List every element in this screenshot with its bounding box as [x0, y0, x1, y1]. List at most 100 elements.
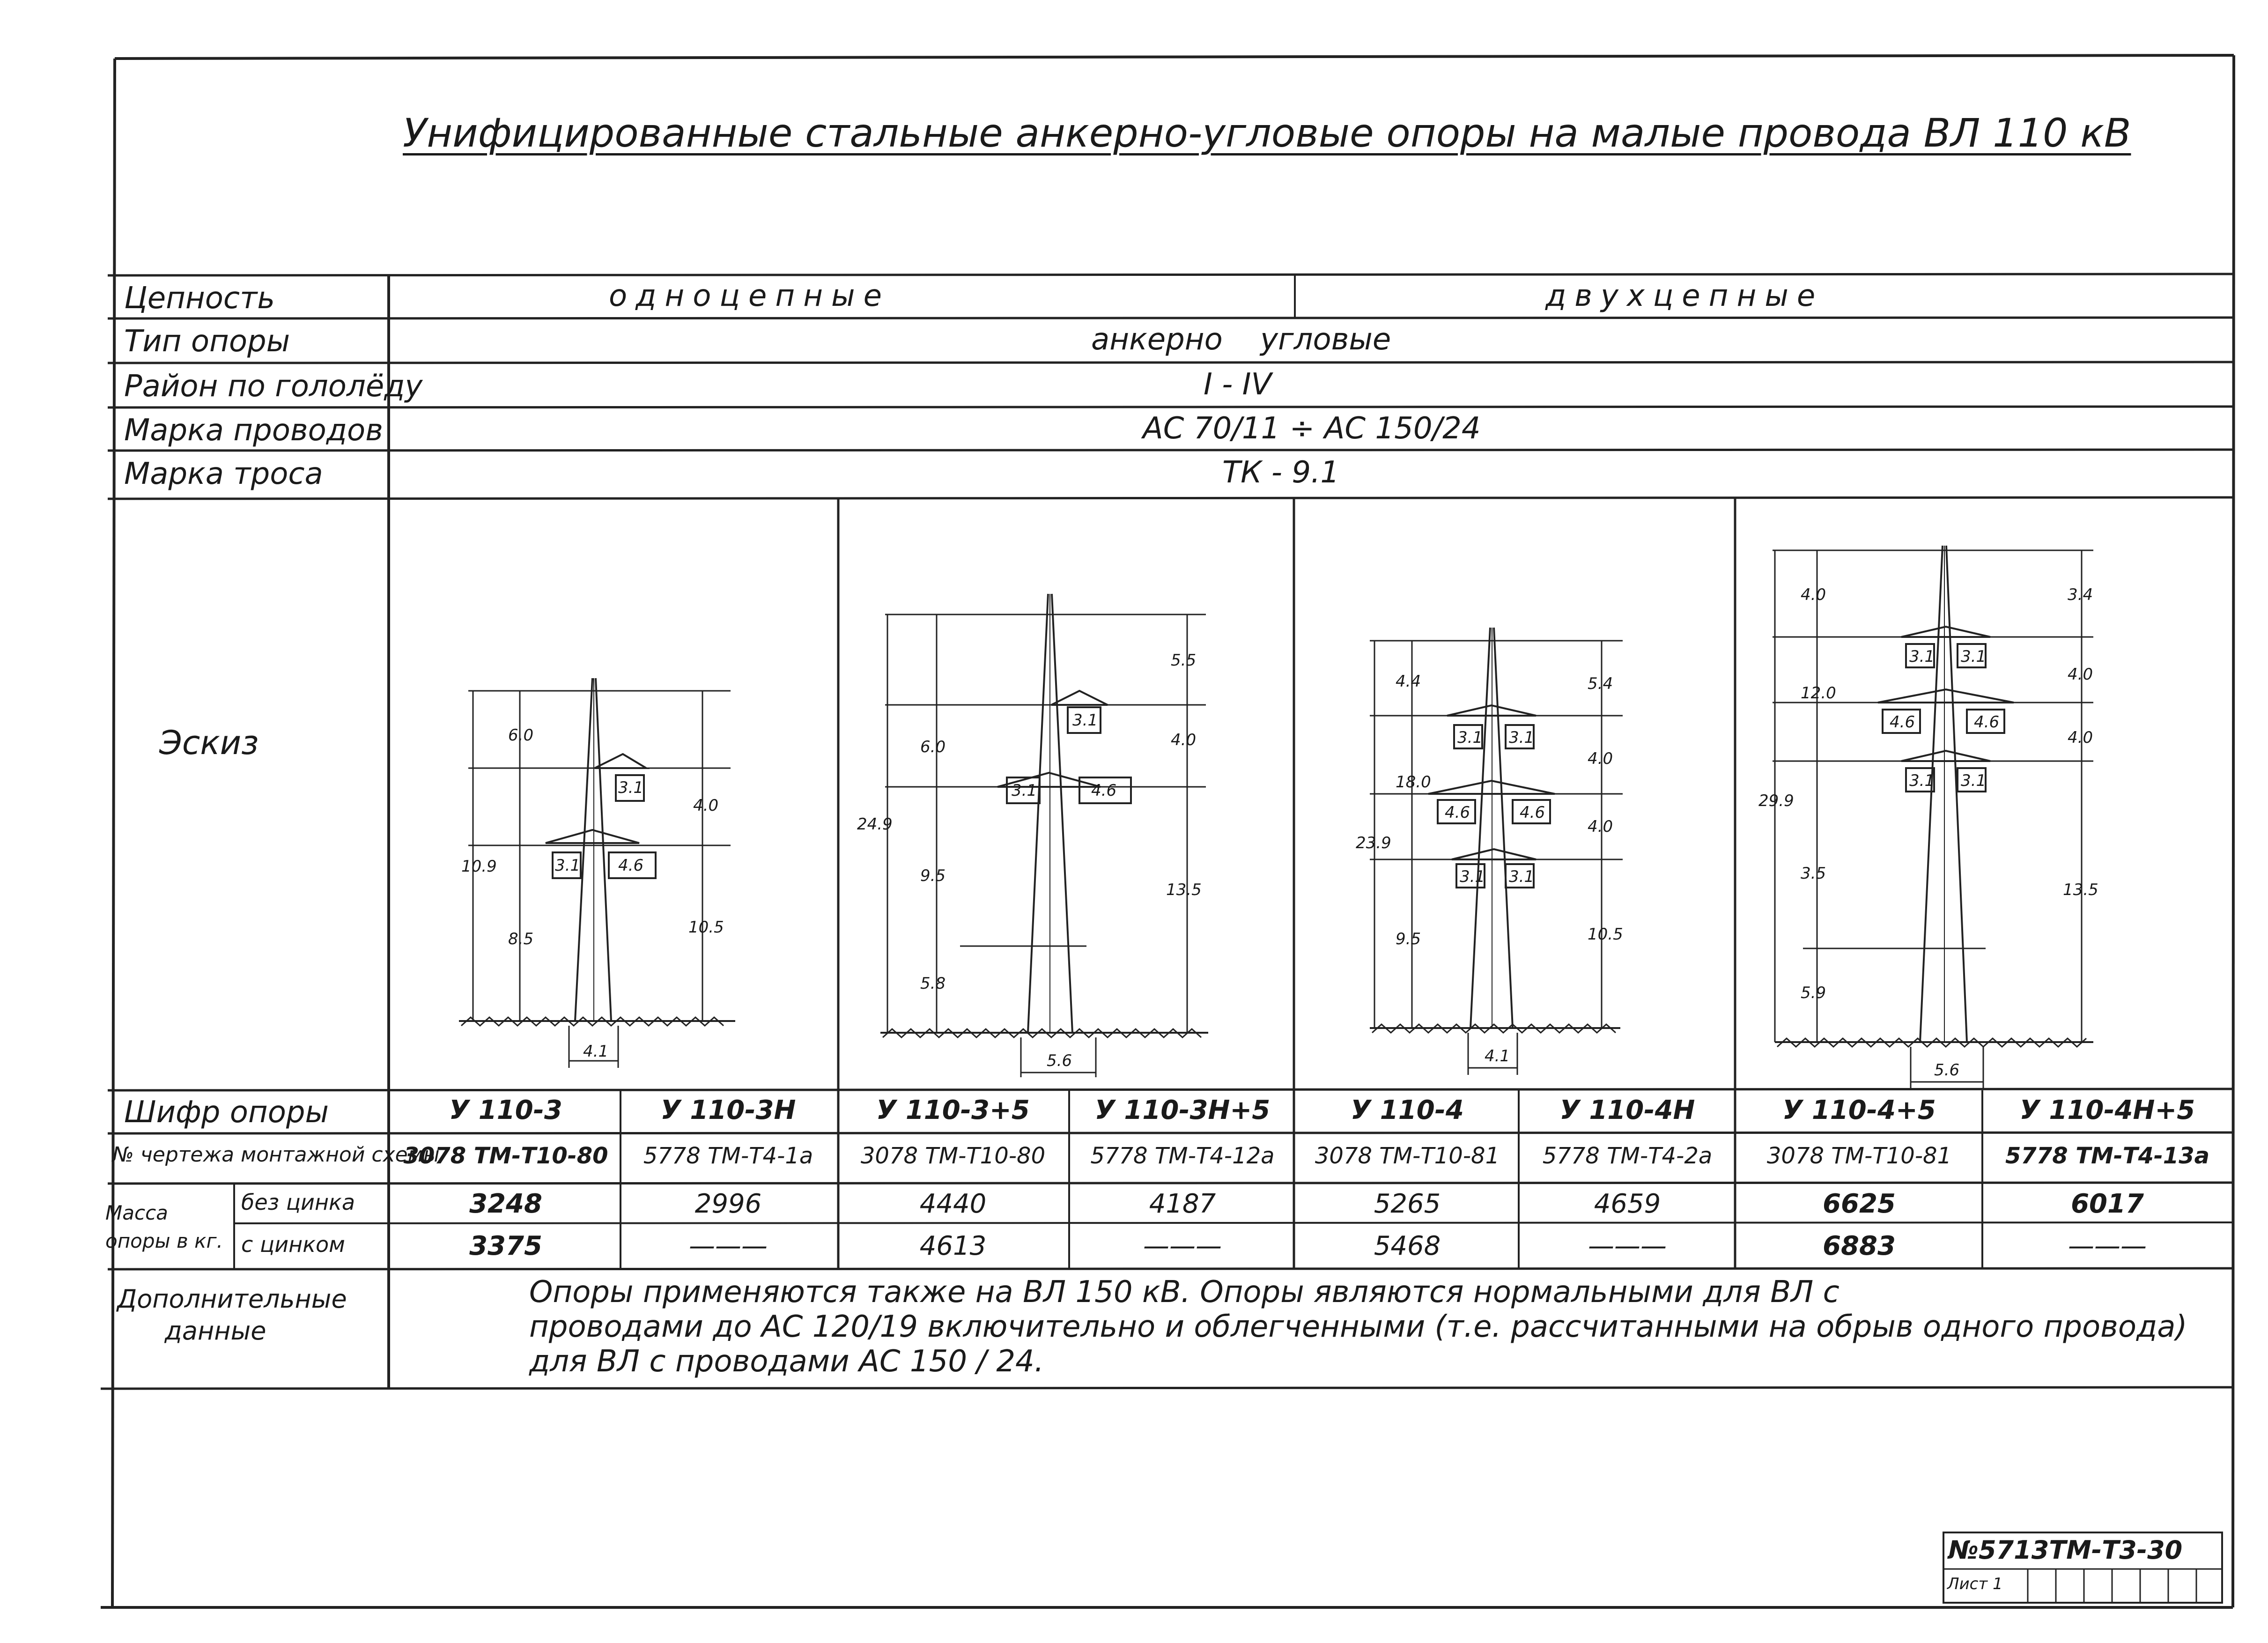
arm-label: 3.1 — [1012, 781, 1037, 800]
drawing-cell: 5778 ТМ-Т4-2а — [1542, 1143, 1713, 1169]
mass-zinc-cell: ——— — [1143, 1231, 1222, 1261]
mass-no-zinc-cell: 4659 — [1594, 1189, 1661, 1219]
cable-value: ТК - 9.1 — [1222, 455, 1340, 490]
dim-label: 12.0 — [1801, 684, 1836, 703]
mass-zinc-cell: ——— — [689, 1231, 768, 1261]
base-label: 5.6 — [1934, 1061, 1960, 1080]
drawing-cell: 3078 ТМ-Т10-81 — [1766, 1143, 1952, 1169]
page-title: Унифицированные стальные анкерно-угловые… — [403, 110, 2131, 156]
dim-label: 4.0 — [1801, 585, 1826, 604]
mass-no-zinc-label: без цинка — [241, 1190, 355, 1215]
drawing-cell: 3078 ТМ-Т10-81 — [1315, 1143, 1500, 1169]
mass-label: Масса опоры в кг. — [105, 1201, 223, 1252]
arm-label: 4.6 — [1974, 713, 2000, 732]
dim-label: 10.9 — [461, 857, 497, 876]
type-label: Тип опоры — [124, 324, 290, 359]
base-label: 4.1 — [583, 1042, 609, 1061]
mass-no-zinc-cell: 6017 — [2071, 1189, 2144, 1219]
type-value: анкерно угловые — [1091, 322, 1391, 357]
cipher-cell: У 110-4 — [1351, 1095, 1464, 1125]
dim-label: 4.0 — [1588, 817, 1613, 836]
chain-double: двухцепные — [1545, 279, 1824, 313]
chain-label: Цепность — [124, 281, 275, 316]
dim-label: 10.5 — [688, 918, 724, 937]
arm-label: 3.1 — [1072, 711, 1098, 730]
dim-label: 23.9 — [1356, 834, 1391, 852]
dim-label: 4.0 — [2068, 728, 2093, 747]
dim-label: 4.0 — [1171, 731, 1197, 749]
dim-label: 5.8 — [920, 974, 946, 993]
note-line: проводами до АС 120/19 включительно и об… — [529, 1310, 2187, 1344]
drawing-code: №5713ТМ-Т3-30 — [1948, 1535, 2183, 1565]
mass-zinc-cell: 3375 — [469, 1231, 542, 1261]
mass-zinc-cell: 5468 — [1374, 1231, 1441, 1261]
dim-label: 5.9 — [1801, 984, 1826, 1002]
dim-label: 8.5 — [508, 930, 534, 948]
mass-no-zinc-cell: 4440 — [919, 1189, 987, 1219]
mass-zinc-cell: 6883 — [1823, 1231, 1896, 1261]
arm-label: 3.1 — [1961, 647, 1987, 666]
dim-label: 4.0 — [2068, 665, 2093, 684]
arm-label: 3.1 — [1909, 647, 1935, 666]
mass-zinc-cell: ——— — [1588, 1231, 1667, 1261]
drawing-cell: 5778 ТМ-Т4-12а — [1090, 1143, 1275, 1169]
dim-label: 3.5 — [1801, 864, 1826, 883]
note-line: для ВЛ с проводами АС 150 / 24. — [529, 1344, 1044, 1379]
cipher-cell: У 110-4Н — [1559, 1095, 1695, 1125]
wire-value: АС 70/11 ÷ АС 150/24 — [1143, 411, 1481, 446]
dim-label: 9.5 — [1396, 930, 1421, 948]
dim-label: 9.5 — [920, 866, 946, 885]
arm-label: 3.1 — [1457, 728, 1483, 747]
arm-label: 3.1 — [1909, 771, 1935, 790]
drawing-cell: 3078 ТМ-Т10-80 — [403, 1143, 608, 1169]
dim-label: 24.9 — [857, 815, 893, 834]
mass-no-zinc-cell: 5265 — [1374, 1189, 1441, 1219]
arm-label: 3.1 — [1509, 867, 1535, 886]
arm-label: 3.1 — [618, 778, 644, 797]
arm-label: 4.6 — [1520, 803, 1545, 822]
arm-label: 3.1 — [1509, 728, 1535, 747]
dim-label: 13.5 — [1166, 881, 1202, 899]
mass-no-zinc-cell: 4187 — [1149, 1189, 1216, 1219]
cable-label: Марка троса — [124, 457, 323, 491]
cipher-cell: У 110-4Н+5 — [2019, 1095, 2195, 1125]
ice-value: I - IV — [1204, 367, 1272, 402]
dim-label: 29.9 — [1758, 792, 1794, 810]
dim-label: 6.0 — [920, 738, 946, 756]
cipher-label: Шифр опоры — [124, 1095, 329, 1130]
arm-label: 4.6 — [1091, 781, 1117, 800]
arm-label: 3.1 — [1961, 771, 1987, 790]
dim-label: 3.4 — [2068, 585, 2093, 604]
mass-zinc-cell: 4613 — [919, 1231, 987, 1261]
sketch-label: Эскиз — [159, 724, 259, 762]
dim-label: 4.0 — [1588, 749, 1613, 768]
dim-label: 5.4 — [1588, 674, 1613, 693]
dim-label: 4.0 — [693, 796, 719, 815]
drawing-cell: 3078 ТМ-Т10-80 — [860, 1143, 1046, 1169]
arm-label: 3.1 — [1460, 867, 1485, 886]
dim-label: 13.5 — [2063, 881, 2098, 899]
mass-no-zinc-cell: 2996 — [694, 1189, 762, 1219]
ice-label: Район по гололёду — [124, 369, 423, 404]
dim-label: 5.5 — [1171, 651, 1197, 670]
cipher-cell: У 110-3Н — [660, 1095, 796, 1125]
cipher-cell: У 110-3+5 — [876, 1095, 1030, 1125]
mass-zinc-cell: ——— — [2068, 1231, 2147, 1261]
arm-label: 3.1 — [555, 856, 581, 875]
dim-label: 10.5 — [1588, 925, 1623, 944]
dim-label: 4.4 — [1396, 672, 1421, 691]
arm-label: 4.6 — [1445, 803, 1470, 822]
dim-label: 18.0 — [1396, 773, 1431, 792]
wire-label: Марка проводов — [124, 413, 383, 448]
drawing-cell: 5778 ТМ-Т4-13а — [2005, 1143, 2209, 1169]
base-label: 4.1 — [1485, 1047, 1510, 1066]
cipher-cell: У 110-4+5 — [1782, 1095, 1936, 1125]
chain-single: одноцепные — [609, 279, 890, 313]
extra-label: Дополнительные данные — [117, 1284, 347, 1346]
cipher-cell: У 110-3 — [449, 1095, 562, 1125]
